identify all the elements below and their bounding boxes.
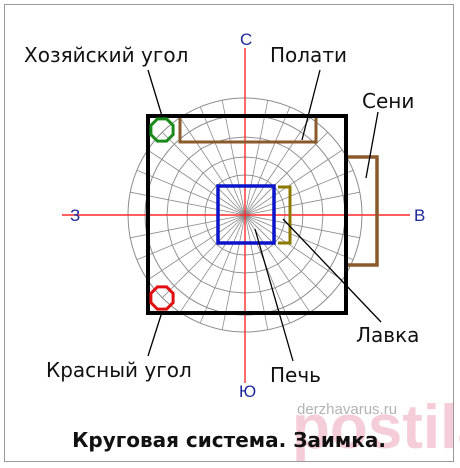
red-corner-octagon — [149, 285, 175, 311]
leader-host-corner — [147, 69, 163, 117]
web-spoke — [179, 117, 246, 216]
web-spoke — [244, 214, 328, 298]
watermark-site: derzhavarus.ru — [297, 401, 397, 418]
web-spoke — [162, 132, 246, 216]
image-frame — [4, 4, 454, 462]
web-spoke — [162, 214, 246, 298]
label-pech: Печь — [270, 363, 321, 387]
label-red-corner: Красный угол — [46, 358, 192, 382]
direction-west: З — [70, 206, 80, 225]
diagram-caption: Круговая система. Заимка. — [72, 428, 386, 452]
watermark-overlay: postila.ru — [292, 393, 460, 462]
leader-seni — [365, 111, 379, 179]
leader-red-corner — [147, 311, 163, 357]
label-polati: Полати — [270, 43, 347, 67]
web-spoke — [244, 214, 343, 281]
label-lavka: Лавка — [356, 323, 419, 347]
label-host-corner: Хозяйский угол — [24, 43, 188, 67]
direction-east: В — [414, 206, 425, 225]
web-spoke — [147, 214, 246, 281]
direction-north: С — [240, 30, 252, 49]
leader-polati — [301, 69, 321, 141]
web-spoke — [244, 149, 343, 216]
web-spoke — [179, 214, 246, 313]
lavka-bench — [278, 185, 292, 245]
label-seni: Сени — [362, 89, 414, 113]
pech-stove — [216, 184, 276, 245]
polati-shelf — [178, 118, 318, 144]
seni-entrance — [348, 155, 379, 267]
house-walls — [146, 114, 348, 315]
web-spoke — [244, 132, 328, 216]
web-spoke — [244, 117, 311, 216]
web-spoke — [147, 149, 246, 216]
leader-pech — [254, 228, 294, 362]
host-corner-octagon — [149, 117, 175, 143]
leader-lavka — [282, 218, 382, 323]
direction-south: Ю — [239, 382, 256, 401]
